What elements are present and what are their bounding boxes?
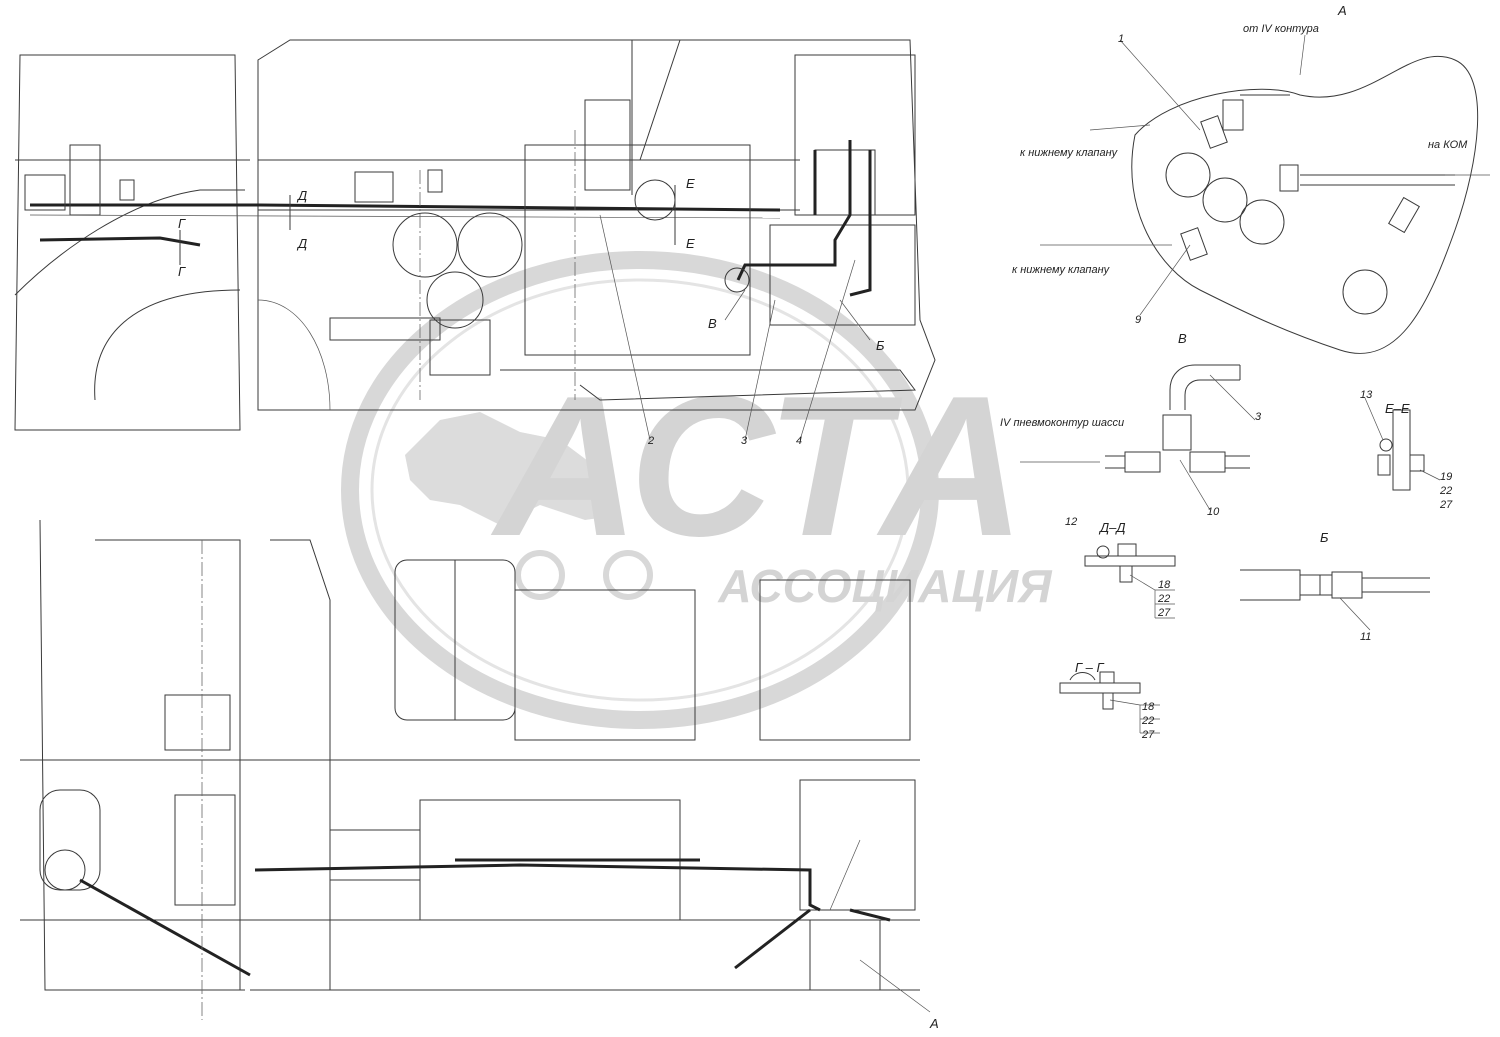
position-label-10: 10 <box>1207 506 1220 518</box>
position-label-9: 9 <box>1135 314 1141 326</box>
view-mark-A-plan: А <box>929 1016 939 1031</box>
section-D-D <box>1084 543 1176 619</box>
position-label-11: 11 <box>1360 631 1371 643</box>
view-mark-D-bottom: Д <box>296 236 307 251</box>
section-E-E <box>1364 397 1441 491</box>
note-from-contour: от IV контура <box>1243 23 1319 35</box>
position-label-2: 2 <box>647 435 654 447</box>
note-to-lower-valve-1: к нижнему клапану <box>1020 147 1119 159</box>
position-label-27-dd: 27 <box>1157 607 1171 619</box>
note-to-kom: на КОМ <box>1428 139 1468 151</box>
detail-title-A: А <box>1337 3 1347 18</box>
position-label-1: 1 <box>1118 33 1124 45</box>
position-label-18-dd: 18 <box>1158 579 1171 591</box>
view-mark-E-top: Е <box>686 176 695 191</box>
detail-view-V <box>1020 364 1256 511</box>
watermark-logo-text: АСТА <box>490 355 1025 578</box>
view-mark-B: Б <box>876 338 885 353</box>
watermark: АСТА АССОЦИАЦИЯ <box>341 251 1053 729</box>
position-label-22-gg: 22 <box>1141 715 1154 727</box>
view-mark-D-top: Д <box>296 188 307 203</box>
view-mark-G-bottom: Г <box>178 264 186 279</box>
position-label-27-ee: 27 <box>1439 499 1453 511</box>
section-G-G <box>1059 671 1160 734</box>
gear-icon <box>515 550 565 600</box>
view-mark-E-bottom: Е <box>686 236 695 251</box>
position-label-12: 12 <box>1065 516 1077 528</box>
section-title-D-D: Д–Д <box>1098 520 1126 535</box>
detail-view-B <box>1240 569 1430 631</box>
note-to-lower-valve-2: к нижнему клапану <box>1012 264 1111 276</box>
position-label-3: 3 <box>741 435 748 447</box>
position-label-19: 19 <box>1440 471 1452 483</box>
detail-title-B: Б <box>1320 530 1329 545</box>
position-label-22-ee: 22 <box>1439 485 1452 497</box>
top-side-view <box>14 39 936 441</box>
bottom-plan-view <box>20 519 931 1020</box>
view-mark-V: В <box>708 316 717 331</box>
position-label-4: 4 <box>796 435 802 447</box>
view-mark-G-top: Г <box>178 216 186 231</box>
detail-title-V: В <box>1178 331 1187 346</box>
detail-view-A <box>1040 34 1490 354</box>
position-label-27-gg: 27 <box>1141 729 1155 741</box>
position-label-13: 13 <box>1360 389 1373 401</box>
watermark-subtitle: АССОЦИАЦИЯ <box>717 560 1053 612</box>
section-title-E-E: Е–Е <box>1385 401 1410 416</box>
position-label-3-detail: 3 <box>1255 411 1262 423</box>
position-label-22-dd: 22 <box>1157 593 1170 605</box>
boar-logo-icon <box>405 412 620 525</box>
gear-icon <box>603 550 653 600</box>
position-label-18-gg: 18 <box>1142 701 1155 713</box>
note-pneumo-contour: IV пневмоконтур шасси <box>1000 417 1124 429</box>
section-title-G-G: Г – Г <box>1075 660 1105 675</box>
